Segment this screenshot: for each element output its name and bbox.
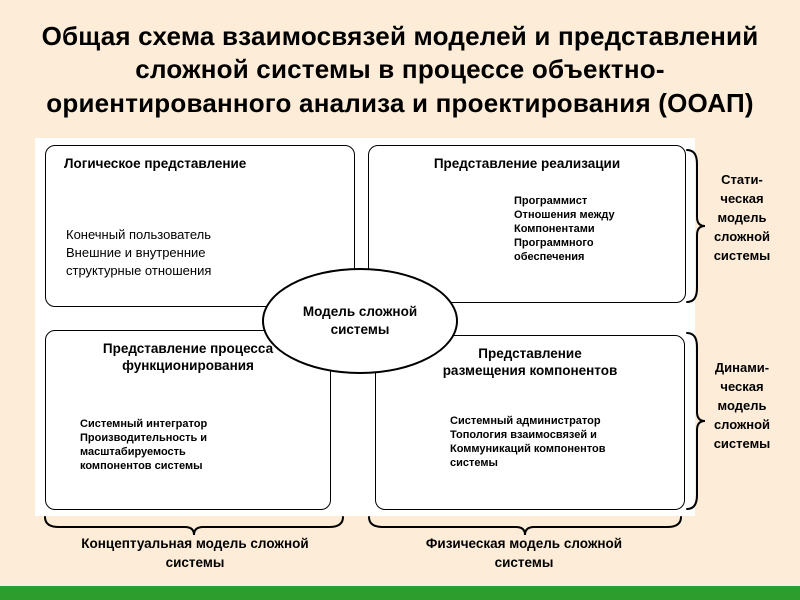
logical-view-box: Логическое представление Конечный пользо… bbox=[45, 145, 355, 307]
implementation-view-box: Представление реализации Программист Отн… bbox=[368, 145, 686, 303]
process-view-title: Представление процесса функционирования bbox=[102, 341, 274, 373]
implementation-view-body: Программист Отношения между Компонентами… bbox=[514, 195, 615, 263]
bottom-accent-bar bbox=[0, 586, 800, 600]
complex-system-model-label: Модель сложной системы bbox=[302, 304, 418, 337]
static-model-label: Стати- ческая модель сложной системы bbox=[713, 172, 771, 263]
logical-view-body: Конечный пользователь Внешние и внутренн… bbox=[66, 227, 212, 278]
deployment-view-box: Представление размещения компонентов Сис… bbox=[375, 335, 685, 510]
implementation-view-title: Представление реализации bbox=[433, 156, 621, 171]
logical-view-title: Логическое представление bbox=[64, 156, 247, 171]
conceptual-model-label: Концептуальная модель сложной системы bbox=[81, 536, 309, 570]
slide-title: Общая схема взаимосвязей моделей и предс… bbox=[41, 21, 759, 118]
process-view-body: Системный интегратор Производительность … bbox=[80, 418, 208, 472]
complex-system-model-ellipse: Модель сложной системы bbox=[262, 268, 458, 374]
physical-model-label: Физическая модель сложной системы bbox=[425, 536, 623, 570]
static-model-brace-icon bbox=[684, 147, 708, 305]
deployment-view-body: Системный администратор Топология взаимо… bbox=[450, 415, 606, 469]
dynamic-model-label: Динами- ческая модель сложной системы bbox=[713, 360, 771, 451]
physical-model-brace-icon bbox=[366, 514, 684, 538]
conceptual-model-brace-icon bbox=[42, 514, 346, 538]
process-view-box: Представление процесса функционирования … bbox=[45, 330, 331, 510]
dynamic-model-brace-icon bbox=[684, 330, 708, 512]
deployment-view-title: Представление размещения компонентов bbox=[442, 346, 618, 378]
